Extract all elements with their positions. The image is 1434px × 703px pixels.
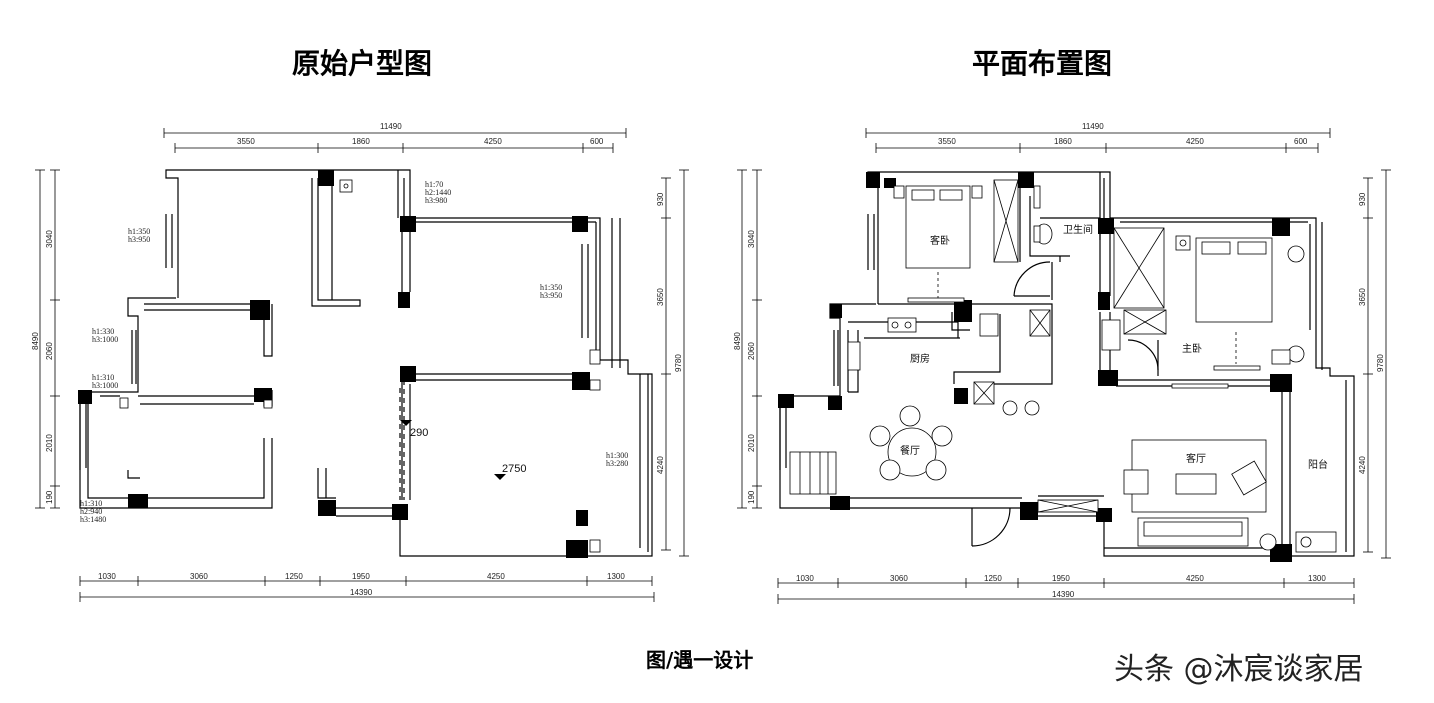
room-guest-bedroom: 客卧 (930, 234, 950, 247)
dim-right-total: 9780 (674, 354, 683, 372)
beam-level-marker-icon (400, 420, 412, 426)
design-credit: 图/遇一设计 (646, 648, 754, 672)
dim-top-total: 11490 (380, 122, 402, 131)
note-top-window-1: h1:70 (425, 180, 443, 189)
dim2-right-total: 9780 (1376, 354, 1385, 372)
dim-top-1: 3550 (237, 137, 255, 146)
dim2-top-4: 600 (1294, 137, 1308, 146)
room-master-bedroom: 主卧 (1182, 342, 1202, 355)
dining-table (887, 427, 937, 477)
dim2-left-1: 3040 (747, 230, 756, 248)
original-plan-dimensions (35, 128, 689, 602)
dim2-bottom-5: 4250 (1186, 574, 1204, 583)
dim2-top-2: 1860 (1054, 137, 1072, 146)
note-left-mid2-1: h1:310 (92, 373, 114, 382)
dim2-right-3: 4240 (1358, 456, 1367, 474)
dim2-top-3: 4250 (1186, 137, 1204, 146)
dim2-left-2: 2060 (747, 342, 756, 360)
note-right-upper-1: h1:350 (540, 283, 562, 292)
watermark: 头条 @沐宸谈家居 (1114, 652, 1364, 687)
dim-right-1: 930 (656, 192, 665, 206)
dim2-bottom-1: 1030 (796, 574, 814, 583)
layout-plan-dimensions (737, 128, 1391, 604)
note-right-upper-2: h3:950 (540, 291, 562, 300)
dim-bottom-1: 1030 (98, 572, 116, 581)
note-bottom-left-3: h3:1480 (80, 515, 106, 524)
note-left-upper-2: h3:950 (128, 235, 150, 244)
note-top-window-2: h2:1440 (425, 188, 451, 197)
dim-left-total: 8490 (31, 332, 40, 350)
dim2-bottom-3: 1250 (984, 574, 1002, 583)
note-bottom-left-2: h2:940 (80, 507, 102, 516)
dim2-right-1: 930 (1358, 192, 1367, 206)
room-kitchen: 厨房 (910, 352, 930, 365)
note-bottom-left-1: h1:310 (80, 499, 102, 508)
dim-left-2: 2060 (45, 342, 54, 360)
layout-plan-title: 平面布置图 (972, 47, 1113, 80)
dim2-left-total: 8490 (733, 332, 742, 350)
note-left-mid1-2: h3:1000 (92, 335, 118, 344)
dim-left-4: 190 (45, 490, 54, 504)
dim-top-4: 600 (590, 137, 604, 146)
note-left-mid1-1: h1:330 (92, 327, 114, 336)
original-plan-fixtures (119, 179, 601, 553)
note-left-mid2-2: h3:1000 (92, 381, 118, 390)
dim2-top-1: 3550 (938, 137, 956, 146)
room-living: 客厅 (1186, 452, 1206, 465)
dim-bottom-5: 4250 (487, 572, 505, 581)
room-dining: 餐厅 (900, 444, 920, 457)
dim2-bottom-total: 14390 (1052, 590, 1075, 599)
original-plan-walls (79, 169, 653, 557)
dim-left-3: 2010 (45, 434, 54, 452)
dim-top-2: 1860 (352, 137, 370, 146)
dim-bottom-2: 3060 (190, 572, 208, 581)
stairs-icon (789, 451, 837, 495)
dim-right-3: 4240 (656, 456, 665, 474)
dim-left-1: 3040 (45, 230, 54, 248)
layout-plan-columns (778, 172, 1292, 562)
layout-plan-room-labels: 客卧 卫生间 主卧 厨房 餐厅 客厅 阳台 (900, 223, 1328, 471)
level-beam: 290 (410, 427, 428, 439)
original-plan-notes: h1:70 h2:1440 h3:980 h1:350 h3:950 h1:35… (80, 180, 628, 524)
dim-bottom-6: 1300 (607, 572, 625, 581)
original-plan-columns (78, 170, 590, 558)
note-right-lower-2: h3:280 (606, 459, 628, 468)
dim2-right-2: 3650 (1358, 288, 1367, 306)
dim-bottom-3: 1250 (285, 572, 303, 581)
layout-plan-furniture (789, 179, 1337, 553)
note-top-window-3: h3:980 (425, 196, 447, 205)
note-right-lower-1: h1:300 (606, 451, 628, 460)
sink-icon (847, 341, 861, 371)
ceiling-level-marker-icon (494, 474, 506, 480)
dim2-left-4: 190 (747, 490, 756, 504)
dim-bottom-total: 14390 (350, 588, 373, 597)
room-balcony: 阳台 (1308, 458, 1328, 471)
dim-right-2: 3650 (656, 288, 665, 306)
note-left-upper-1: h1:350 (128, 227, 150, 236)
dim-top-3: 4250 (484, 137, 502, 146)
stove-icon (887, 317, 917, 333)
dim-bottom-4: 1950 (352, 572, 370, 581)
dim2-bottom-2: 3060 (890, 574, 908, 583)
dim2-top-total: 11490 (1082, 122, 1104, 131)
layout-plan-dim-labels: 11490 3550 1860 4250 600 1030 3060 1250 … (733, 122, 1385, 599)
original-plan-title: 原始户型图 (292, 47, 433, 80)
room-bathroom: 卫生间 (1063, 223, 1093, 236)
dim2-bottom-4: 1950 (1052, 574, 1070, 583)
dim2-left-3: 2010 (747, 434, 756, 452)
level-ceiling: 2750 (502, 463, 526, 475)
original-plan-dim-labels: 11490 3550 1860 4250 600 1030 3060 1250 … (31, 122, 683, 597)
dim2-bottom-6: 1300 (1308, 574, 1326, 583)
